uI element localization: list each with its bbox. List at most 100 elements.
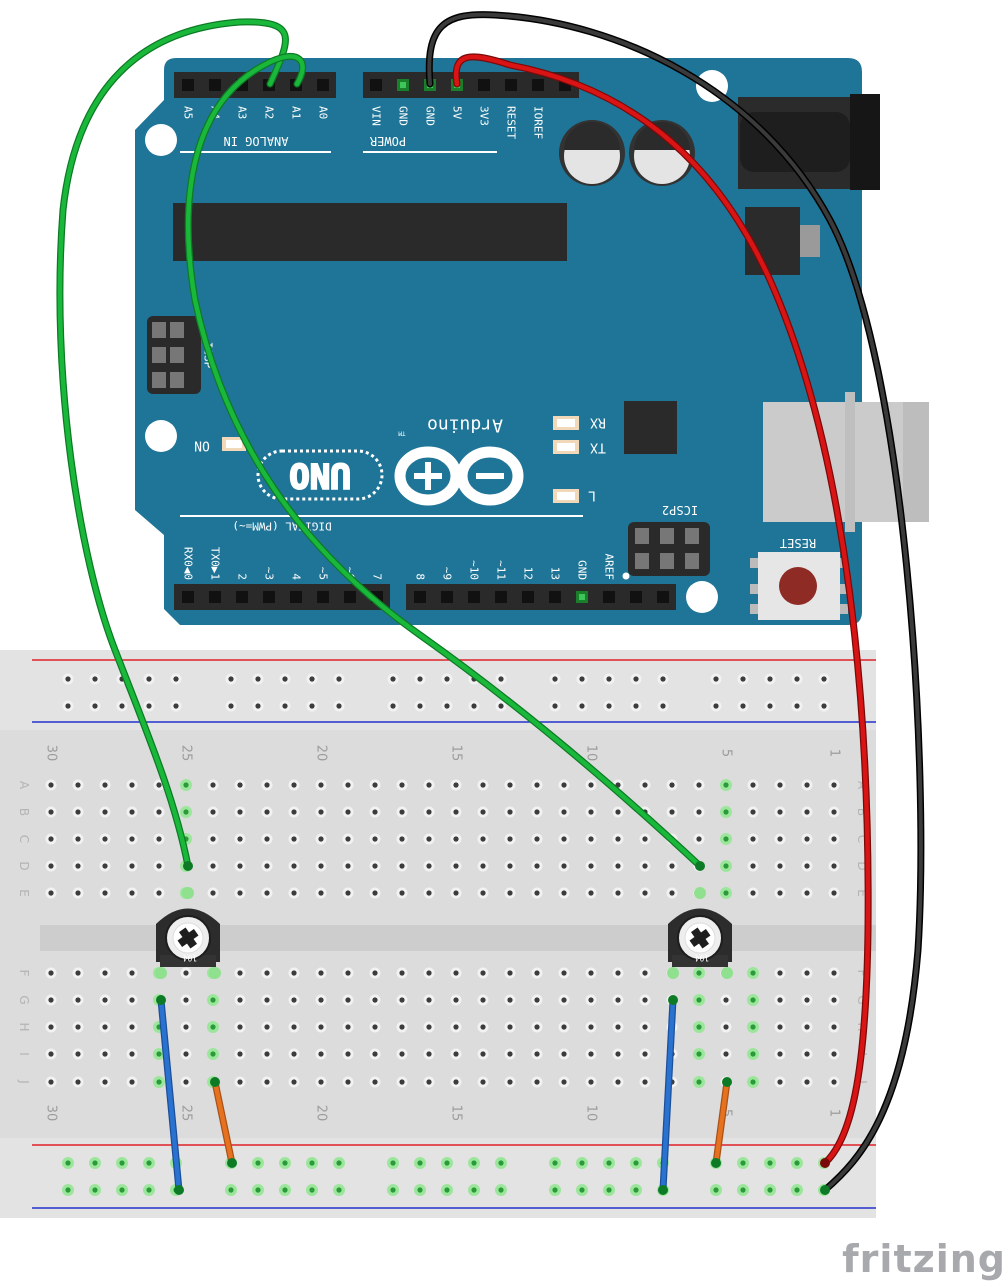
breadboard-hole-center [426, 809, 432, 815]
rail-hole-center [309, 676, 315, 682]
breadboard-hole-center [777, 863, 783, 869]
pin-label: ~10 [468, 560, 481, 580]
rail-hole-center [767, 1187, 773, 1193]
header-pin [209, 79, 221, 91]
breadboard-hole-center [588, 997, 594, 1003]
breadboard-hole-center [561, 809, 567, 815]
potentiometer-left[interactable]: 104 [155, 887, 221, 979]
rail-hole-center [255, 1187, 261, 1193]
breadboard-hole-center [129, 809, 135, 815]
rx-led [553, 416, 579, 430]
rail-hole-center [282, 676, 288, 682]
rail-hole-center [309, 1187, 315, 1193]
breadboard-hole-center [345, 836, 351, 842]
orange-wire[interactable] [712, 1078, 731, 1167]
blue-wire[interactable] [659, 996, 677, 1194]
column-number: 1 [827, 1109, 842, 1117]
header-pin [495, 591, 507, 603]
breadboard-hole-center [615, 1051, 621, 1057]
breadboard-hole-center [291, 782, 297, 788]
header-pins [182, 79, 669, 603]
breadboard-hole-center [723, 782, 729, 788]
breadboard-hole-center [507, 890, 513, 896]
fritzing-watermark: fritzing [842, 1237, 1006, 1281]
header-pin [209, 591, 221, 603]
breadboard-hole-center [723, 997, 729, 1003]
breadboard-hole-center [453, 1024, 459, 1030]
rail-hole-center [633, 676, 639, 682]
breadboard-hole-center [291, 836, 297, 842]
pin-label: TX0▶1 [209, 547, 222, 580]
breadboard-hole-center [453, 809, 459, 815]
breadboard-hole-center [534, 890, 540, 896]
rail-hole-center [740, 676, 746, 682]
breadboard-hole-center [237, 1079, 243, 1085]
wire-end [210, 1077, 220, 1087]
breadboard-hole-center [426, 1024, 432, 1030]
green-wire[interactable] [184, 53, 704, 870]
breadboard-hole-center [372, 890, 378, 896]
usb-connector-lip [845, 392, 855, 532]
breadboard-hole-center [156, 836, 162, 842]
breadboard-bottom-rail-area [0, 1138, 876, 1218]
rail-hole-center [65, 676, 71, 682]
header-pin [182, 79, 194, 91]
breadboard-hole-center [588, 890, 594, 896]
breadboard-hole-center [48, 997, 54, 1003]
rail-hole-center [444, 703, 450, 709]
breadboard-hole-center [642, 890, 648, 896]
breadboard-hole-center [615, 890, 621, 896]
breadboard-hole-center [372, 1079, 378, 1085]
rail-hole-center [821, 676, 827, 682]
breadboard-hole-center [318, 809, 324, 815]
rail-hole-center [390, 676, 396, 682]
header-pin [441, 591, 453, 603]
breadboard-hole-center [318, 970, 324, 976]
breadboard-hole-center [426, 970, 432, 976]
header-pin [549, 591, 561, 603]
blue-wire[interactable] [157, 996, 183, 1194]
header-pin [657, 591, 669, 603]
breadboard-hole-center [507, 809, 513, 815]
breadboard-hole-center [453, 836, 459, 842]
breadboard-hole-center [102, 782, 108, 788]
breadboard-hole-center [183, 809, 189, 815]
breadboard-hole-center [183, 1079, 189, 1085]
green-wire[interactable] [56, 18, 289, 870]
breadboard-hole-center [561, 836, 567, 842]
breadboard-hole-center [75, 1024, 81, 1030]
rail-hole-center [282, 703, 288, 709]
breadboard-hole-center [264, 1079, 270, 1085]
breadboard-hole-center [723, 890, 729, 896]
header-pin [182, 591, 194, 603]
red-wire[interactable] [452, 53, 872, 1167]
rail-hole-center [633, 703, 639, 709]
icsp-header [147, 316, 201, 394]
row-letter: E [855, 889, 869, 897]
breadboard-hole-center [399, 863, 405, 869]
potentiometer-right[interactable]: 104 [667, 887, 733, 979]
breadboard-hole-center [183, 782, 189, 788]
reset-button[interactable] [750, 552, 848, 620]
breadboard-hole-center [345, 809, 351, 815]
breadboard-hole-center [48, 970, 54, 976]
breadboard-hole-center [750, 863, 756, 869]
breadboard-hole-center [480, 1051, 486, 1057]
breadboard-hole-center [210, 782, 216, 788]
breadboard-hole-center [183, 997, 189, 1003]
breadboard-hole-center [372, 863, 378, 869]
black-wire[interactable] [425, 11, 925, 1194]
rail-hole-center [390, 1160, 396, 1166]
uno-badge [256, 449, 384, 501]
wire-end [695, 861, 705, 871]
rail-hole-center [146, 1187, 152, 1193]
capacitor [559, 120, 625, 186]
breadboard-hole-center [615, 970, 621, 976]
header-pin [290, 591, 302, 603]
power-label: POWER [369, 134, 406, 148]
orange-wire[interactable] [211, 1078, 236, 1167]
breadboard-hole-center [831, 836, 837, 842]
breadboard-hole-center [804, 782, 810, 788]
